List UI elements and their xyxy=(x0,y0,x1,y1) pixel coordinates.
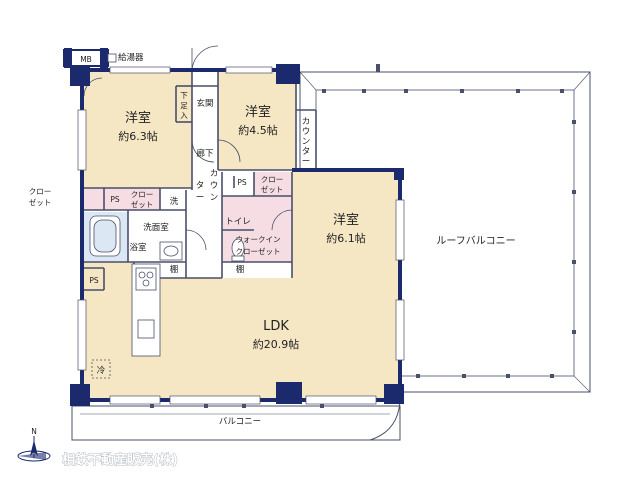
counter-hall-5: ー xyxy=(196,193,205,203)
wic-label-1: ウォークイン xyxy=(236,235,281,244)
counter-hall-4: タ xyxy=(196,181,205,191)
water-heater-label: 給湯器 xyxy=(118,52,144,63)
floor-fills xyxy=(84,72,400,398)
compass-n-label: N xyxy=(31,427,37,436)
shoe-storage-2: 足 xyxy=(180,101,188,110)
hallway-label: 廊下 xyxy=(196,148,214,159)
ldk-name: LDK xyxy=(263,319,289,334)
counter-right-2: ウ xyxy=(302,127,311,137)
mb-label: MB xyxy=(80,55,92,64)
room-c-area: 約6.1帖 xyxy=(326,231,366,245)
room-b-name: 洋室 xyxy=(245,104,271,120)
closet-b-2: ゼット xyxy=(261,184,284,194)
closet-a-2: ゼット xyxy=(131,199,154,209)
windows xyxy=(77,66,405,405)
closet-left-2: ゼット xyxy=(29,197,52,207)
fridge-label: 冷 xyxy=(97,365,106,376)
balcony-label: バルコニー xyxy=(219,417,261,427)
kitchen-counter xyxy=(131,263,161,357)
bathtub xyxy=(89,215,121,257)
room-b-area: 約4.5帖 xyxy=(238,123,278,137)
counter-right-4: タ xyxy=(302,147,311,157)
room-c-name: 洋室 xyxy=(333,212,359,228)
laundry-label: 洗 xyxy=(170,196,179,207)
mb-box xyxy=(63,48,117,68)
genkan-label: 玄関 xyxy=(196,98,213,109)
ps-label-3: PS xyxy=(89,276,99,285)
ps-label-1: PS xyxy=(110,195,120,204)
washroom-label: 洗面室 xyxy=(143,222,169,233)
counter-right-5: ー xyxy=(302,157,311,167)
counter-hall-1: カ xyxy=(210,169,219,179)
shoe-storage-3: 入 xyxy=(180,111,188,120)
counter-hall-2: ウ xyxy=(210,181,219,191)
wall-columns xyxy=(70,64,404,406)
bathroom-label: 浴室 xyxy=(129,242,147,253)
counter-hall-3: ン xyxy=(210,193,219,203)
shoe-storage-1: 下 xyxy=(180,91,188,100)
counter-right-1: カ xyxy=(302,117,311,127)
company-name: 相鉄不動産販売(株) xyxy=(62,452,178,468)
closet-b-1: クロー xyxy=(261,175,284,184)
ps-label-2: PS xyxy=(237,178,247,187)
compass-icon xyxy=(17,436,51,462)
shelf-label-2: 棚 xyxy=(236,264,245,275)
ldk-area: 約20.9帖 xyxy=(253,337,300,351)
closet-a-1: クロー xyxy=(131,190,154,199)
wic-label-2: クローゼット xyxy=(236,246,281,256)
toilet-label: トイレ xyxy=(225,217,251,227)
room-a-name: 洋室 xyxy=(125,110,151,126)
wash-basin xyxy=(159,241,183,261)
room-a-area: 約6.3帖 xyxy=(118,129,158,143)
roof-balcony-label: ルーフバルコニー xyxy=(436,235,515,247)
closet-left-1: クロー xyxy=(29,187,52,196)
fridge-space xyxy=(91,359,111,379)
balcony-area xyxy=(71,391,401,441)
interior-walls xyxy=(84,72,317,291)
toilet-fixture xyxy=(231,238,245,262)
shelf-label-1: 棚 xyxy=(170,264,179,275)
counter-right-3: ン xyxy=(302,137,311,147)
